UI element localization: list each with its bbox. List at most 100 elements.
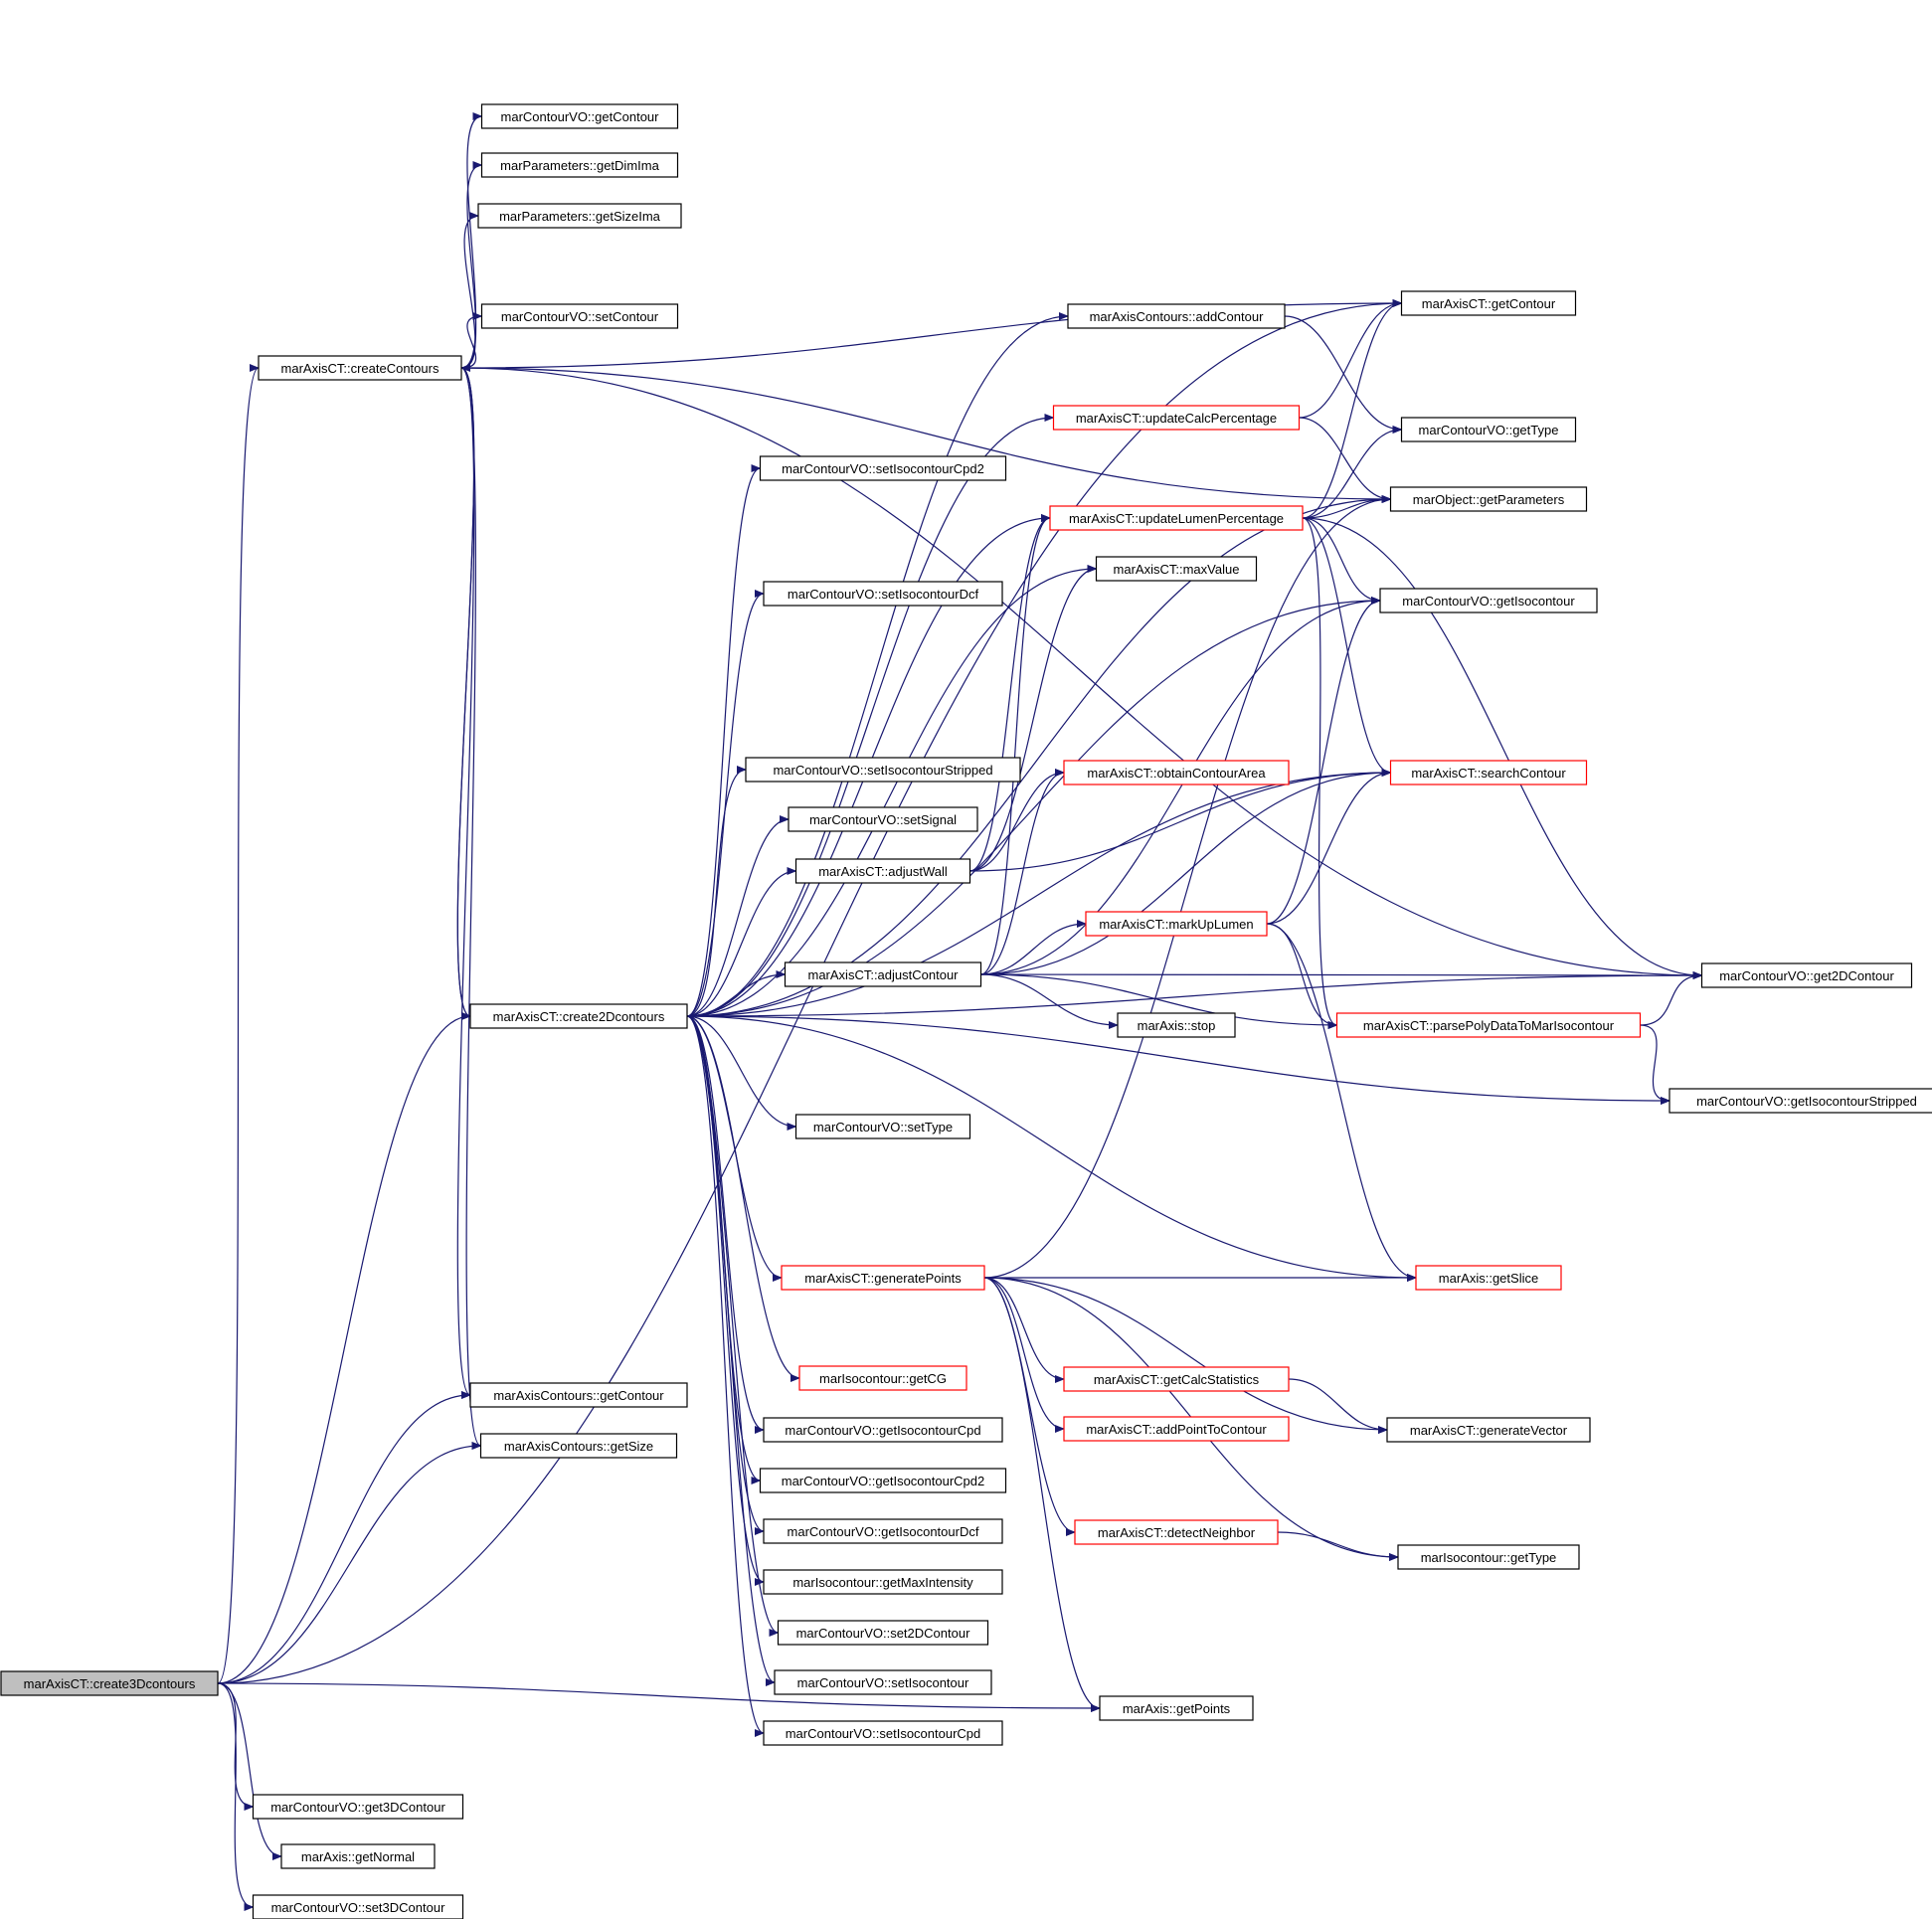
node-marobject-getparameters[interactable]: marObject::getParameters <box>1389 486 1588 512</box>
node-box <box>794 858 971 884</box>
node-maraxisct-create2dcontours[interactable]: marAxisCT::create2Dcontours <box>469 1003 688 1029</box>
node-label: marAxis::getPoints <box>1123 1701 1231 1716</box>
edge-create3d-to-create2d <box>217 1012 471 1684</box>
edge-updatelumen-to-vo-gettype <box>1302 426 1403 519</box>
edge-genpoints-to-addpoint <box>983 1277 1065 1433</box>
node-box <box>1063 1366 1290 1392</box>
node-marcontourvo-getisocontourstripped[interactable]: marContourVO::getIsocontourStripped <box>1669 1088 1932 1114</box>
node-label: marAxis::getNormal <box>301 1849 415 1864</box>
node-label: marAxisCT::searchContour <box>1411 766 1566 781</box>
node-maraxisct-generatevector[interactable]: marAxisCT::generateVector <box>1386 1417 1591 1443</box>
node-box <box>1063 1416 1290 1442</box>
node-marcontourvo-settype[interactable]: marContourVO::setType <box>794 1114 971 1139</box>
node-marcontourvo-getisocontourcpd2[interactable]: marContourVO::getIsocontourCpd2 <box>759 1468 1007 1493</box>
node-maraxisct-detectneighbor[interactable]: marAxisCT::detectNeighbor <box>1074 1519 1279 1545</box>
node-label: marContourVO::setIsocontourStripped <box>773 763 992 778</box>
node-box <box>1063 760 1290 785</box>
edge-create3d-to-ct-getcontour <box>217 299 1403 1684</box>
node-marcontourvo-getisocontourdcf[interactable]: marContourVO::getIsocontourDcf <box>763 1518 1003 1544</box>
node-marcontourvo-gettype[interactable]: marContourVO::getType <box>1400 417 1577 442</box>
node-box <box>763 1720 1003 1746</box>
node-marcontourvo-setcontour[interactable]: marContourVO::setContour <box>480 303 679 329</box>
node-maraxisct-createcontours[interactable]: marAxisCT::createContours <box>258 355 462 381</box>
node-box <box>1669 1088 1932 1114</box>
node-marcontourvo-getisocontourcpd[interactable]: marContourVO::getIsocontourCpd <box>763 1417 1003 1443</box>
node-maraxisct-getcontour[interactable]: marAxisCT::getContour <box>1400 290 1577 316</box>
node-marcontourvo-get2dcontour[interactable]: marContourVO::get2DContour <box>1700 962 1913 988</box>
edge-createcontours-to-getsizeima <box>460 212 479 369</box>
edge-create2d-to-vo-settype <box>686 1015 797 1131</box>
edge-parsepoly-to-get2d <box>1640 971 1703 1026</box>
node-maraxiscontours-getsize[interactable]: marAxisContours::getSize <box>479 1433 678 1459</box>
node-maraxisct-maxvalue[interactable]: marAxisCT::maxValue <box>1095 556 1258 582</box>
node-maraxisct-adjustwall[interactable]: marAxisCT::adjustWall <box>794 858 971 884</box>
node-marcontourvo-setsignal[interactable]: marContourVO::setSignal <box>788 806 978 832</box>
edge-updatelumen-to-ct-getcontour <box>1302 299 1403 519</box>
node-maraxis-stop[interactable]: marAxis::stop <box>1117 1012 1236 1038</box>
node-box <box>480 152 679 178</box>
edge-create3d-to-getnormal <box>217 1682 282 1860</box>
node-maraxis-getnormal[interactable]: marAxis::getNormal <box>280 1843 436 1869</box>
node-marparameters-getdimima[interactable]: marParameters::getDimIma <box>480 152 679 178</box>
node-maraxisct-parsepolydatatomarisocontour[interactable]: marAxisCT::parsePolyDataToMarIsocontour <box>1335 1012 1642 1038</box>
edge-create2d-to-getisocpd <box>686 1015 765 1434</box>
node-box <box>280 1843 436 1869</box>
node-maraxis-getpoints[interactable]: marAxis::getPoints <box>1099 1695 1254 1721</box>
node-maraxisct-updatecalcpercentage[interactable]: marAxisCT::updateCalcPercentage <box>1052 405 1301 431</box>
node-maraxisct-markuplumen[interactable]: marAxisCT::markUpLumen <box>1085 911 1268 937</box>
node-marcontourvo-setisocontourstripped[interactable]: marContourVO::setIsocontourStripped <box>745 757 1021 783</box>
node-marcontourvo-setisocontourcpd[interactable]: marContourVO::setIsocontourCpd <box>763 1720 1003 1746</box>
node-maraxisct-adjustcontour[interactable]: marAxisCT::adjustContour <box>784 961 982 987</box>
node-maraxisct-searchcontour[interactable]: marAxisCT::searchContour <box>1389 760 1588 785</box>
node-box <box>480 303 679 329</box>
node-maraxisct-create3dcontours[interactable]: marAxisCT::create3Dcontours <box>0 1670 219 1696</box>
node-marcontourvo-set3dcontour[interactable]: marContourVO::set3DContour <box>252 1894 464 1919</box>
node-label: marAxisCT::markUpLumen <box>1099 917 1253 932</box>
node-marparameters-getsizeima[interactable]: marParameters::getSizeIma <box>477 203 682 229</box>
node-box <box>1335 1012 1642 1038</box>
node-maraxisct-updatelumenpercentage[interactable]: marAxisCT::updateLumenPercentage <box>1049 505 1304 531</box>
node-maraxiscontours-getcontour[interactable]: marAxisContours::getContour <box>469 1382 688 1408</box>
node-maraxisct-addpointtocontour[interactable]: marAxisCT::addPointToContour <box>1063 1416 1290 1442</box>
node-box <box>1389 486 1588 512</box>
node-marcontourvo-set2dcontour[interactable]: marContourVO::set2DContour <box>777 1620 989 1646</box>
node-maraxisct-generatepoints[interactable]: marAxisCT::generatePoints <box>781 1265 985 1291</box>
node-box <box>469 1382 688 1408</box>
node-label: marContourVO::getIsocontourCpd <box>785 1423 980 1438</box>
node-label: marAxisCT::addPointToContour <box>1086 1422 1267 1437</box>
edge-adjustcontour-to-obtainarea <box>980 769 1065 975</box>
edge-parsepoly-to-getisostripped <box>1640 1024 1670 1105</box>
node-maraxiscontours-addcontour[interactable]: marAxisContours::addContour <box>1067 303 1286 329</box>
node-label: marAxisCT::getCalcStatistics <box>1094 1372 1260 1387</box>
node-label: marAxisContours::getSize <box>504 1439 653 1454</box>
edge-getcalcstats-to-genvector <box>1288 1378 1388 1434</box>
node-box <box>759 1468 1007 1493</box>
node-marcontourvo-setisocontourcpd2[interactable]: marContourVO::setIsocontourCpd2 <box>759 455 1007 481</box>
node-label: marContourVO::setIsocontourCpd <box>786 1726 981 1741</box>
edge-adjustcontour-to-get2d <box>980 970 1703 979</box>
node-box <box>774 1669 992 1695</box>
node-marcontourvo-getisocontour[interactable]: marContourVO::getIsocontour <box>1379 588 1598 613</box>
edge-createcontours-to-vo-getcontour <box>460 112 483 369</box>
node-maraxisct-obtaincontourarea[interactable]: marAxisCT::obtainContourArea <box>1063 760 1290 785</box>
node-marcontourvo-setisocontour[interactable]: marContourVO::setIsocontour <box>774 1669 992 1695</box>
node-marcontourvo-setisocontourdcf[interactable]: marContourVO::setIsocontourDcf <box>763 581 1003 607</box>
edge-updatelumen-to-get2d <box>1302 517 1703 979</box>
node-marcontourvo-getcontour[interactable]: marContourVO::getContour <box>480 103 679 129</box>
node-maraxisct-getcalcstatistics[interactable]: marAxisCT::getCalcStatistics <box>1063 1366 1290 1392</box>
node-label: marAxisCT::updateCalcPercentage <box>1076 411 1277 426</box>
edge-markuplumen-to-searchcontour <box>1266 769 1392 925</box>
node-box <box>0 1670 219 1696</box>
node-label: marContourVO::getIsocontourStripped <box>1696 1094 1917 1109</box>
node-label: marAxisCT::updateLumenPercentage <box>1069 511 1284 526</box>
node-label: marContourVO::setContour <box>501 309 659 324</box>
node-maraxis-getslice[interactable]: marAxis::getSlice <box>1415 1265 1562 1291</box>
node-marisocontour-getcg[interactable]: marIsocontour::getCG <box>798 1365 967 1391</box>
node-box <box>1052 405 1301 431</box>
node-marisocontour-gettype[interactable]: marIsocontour::getType <box>1397 1544 1580 1570</box>
node-marisocontour-getmaxintensity[interactable]: marIsocontour::getMaxIntensity <box>763 1569 1003 1595</box>
node-box <box>763 1569 1003 1595</box>
node-marcontourvo-get3dcontour[interactable]: marContourVO::get3DContour <box>252 1794 464 1820</box>
edge-adjustcontour-to-markuplumen <box>980 920 1087 975</box>
edge-create2d-to-adjustwall <box>686 867 797 1017</box>
